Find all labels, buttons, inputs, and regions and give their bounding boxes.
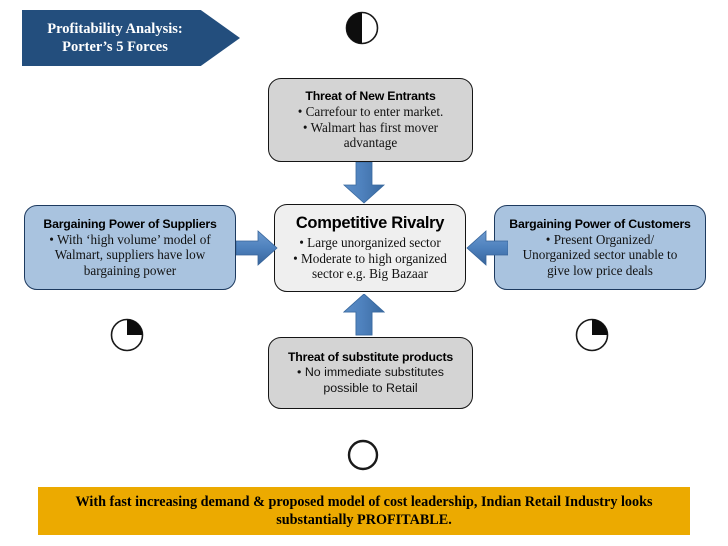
- force-body-competitive-rivalry: • Large unorganized sector • Moderate to…: [293, 235, 447, 282]
- pie-marker-right-icon: [575, 318, 609, 357]
- force-title-competitive-rivalry: Competitive Rivalry: [295, 214, 445, 233]
- force-title-new-entrants: Threat of New Entrants: [305, 89, 436, 104]
- conclusion-banner: With fast increasing demand & proposed m…: [38, 487, 690, 535]
- arrow-left-to-rivalry-icon: [466, 230, 508, 266]
- force-title-customers: Bargaining Power of Customers: [509, 216, 691, 231]
- pie-marker-left-icon: [110, 318, 144, 357]
- arrow-up-to-rivalry-icon: [342, 294, 386, 336]
- force-box-substitute-products[interactable]: Threat of substitute products • No immed…: [268, 337, 473, 409]
- force-title-substitute-products: Threat of substitute products: [288, 350, 453, 365]
- force-body-customers: • Present Organized/ Unorganized sector …: [522, 231, 678, 278]
- force-body-substitute-products: • No immediate substitutes possible to R…: [297, 365, 444, 395]
- force-box-customers[interactable]: Bargaining Power of Customers • Present …: [494, 205, 706, 290]
- conclusion-text: With fast increasing demand & proposed m…: [75, 493, 653, 528]
- pie-marker-bottom-icon: [347, 439, 379, 476]
- pie-marker-top-icon: [345, 11, 379, 50]
- force-body-new-entrants: • Carrefour to enter market. • Walmart h…: [297, 104, 444, 151]
- arrow-down-to-rivalry-icon: [342, 162, 386, 204]
- force-body-suppliers: • With ‘high volume’ model of Walmart, s…: [49, 231, 211, 278]
- force-box-competitive-rivalry[interactable]: Competitive Rivalry • Large unorganized …: [274, 204, 466, 292]
- force-box-new-entrants[interactable]: Threat of New Entrants • Carrefour to en…: [268, 78, 473, 162]
- arrow-right-to-rivalry-icon: [236, 230, 278, 266]
- force-title-suppliers: Bargaining Power of Suppliers: [43, 216, 217, 231]
- slide-title-banner: Profitability Analysis: Porter’s 5 Force…: [22, 10, 240, 66]
- page-title: Profitability Analysis: Porter’s 5 Force…: [47, 20, 183, 55]
- force-box-suppliers[interactable]: Bargaining Power of Suppliers • With ‘hi…: [24, 205, 236, 290]
